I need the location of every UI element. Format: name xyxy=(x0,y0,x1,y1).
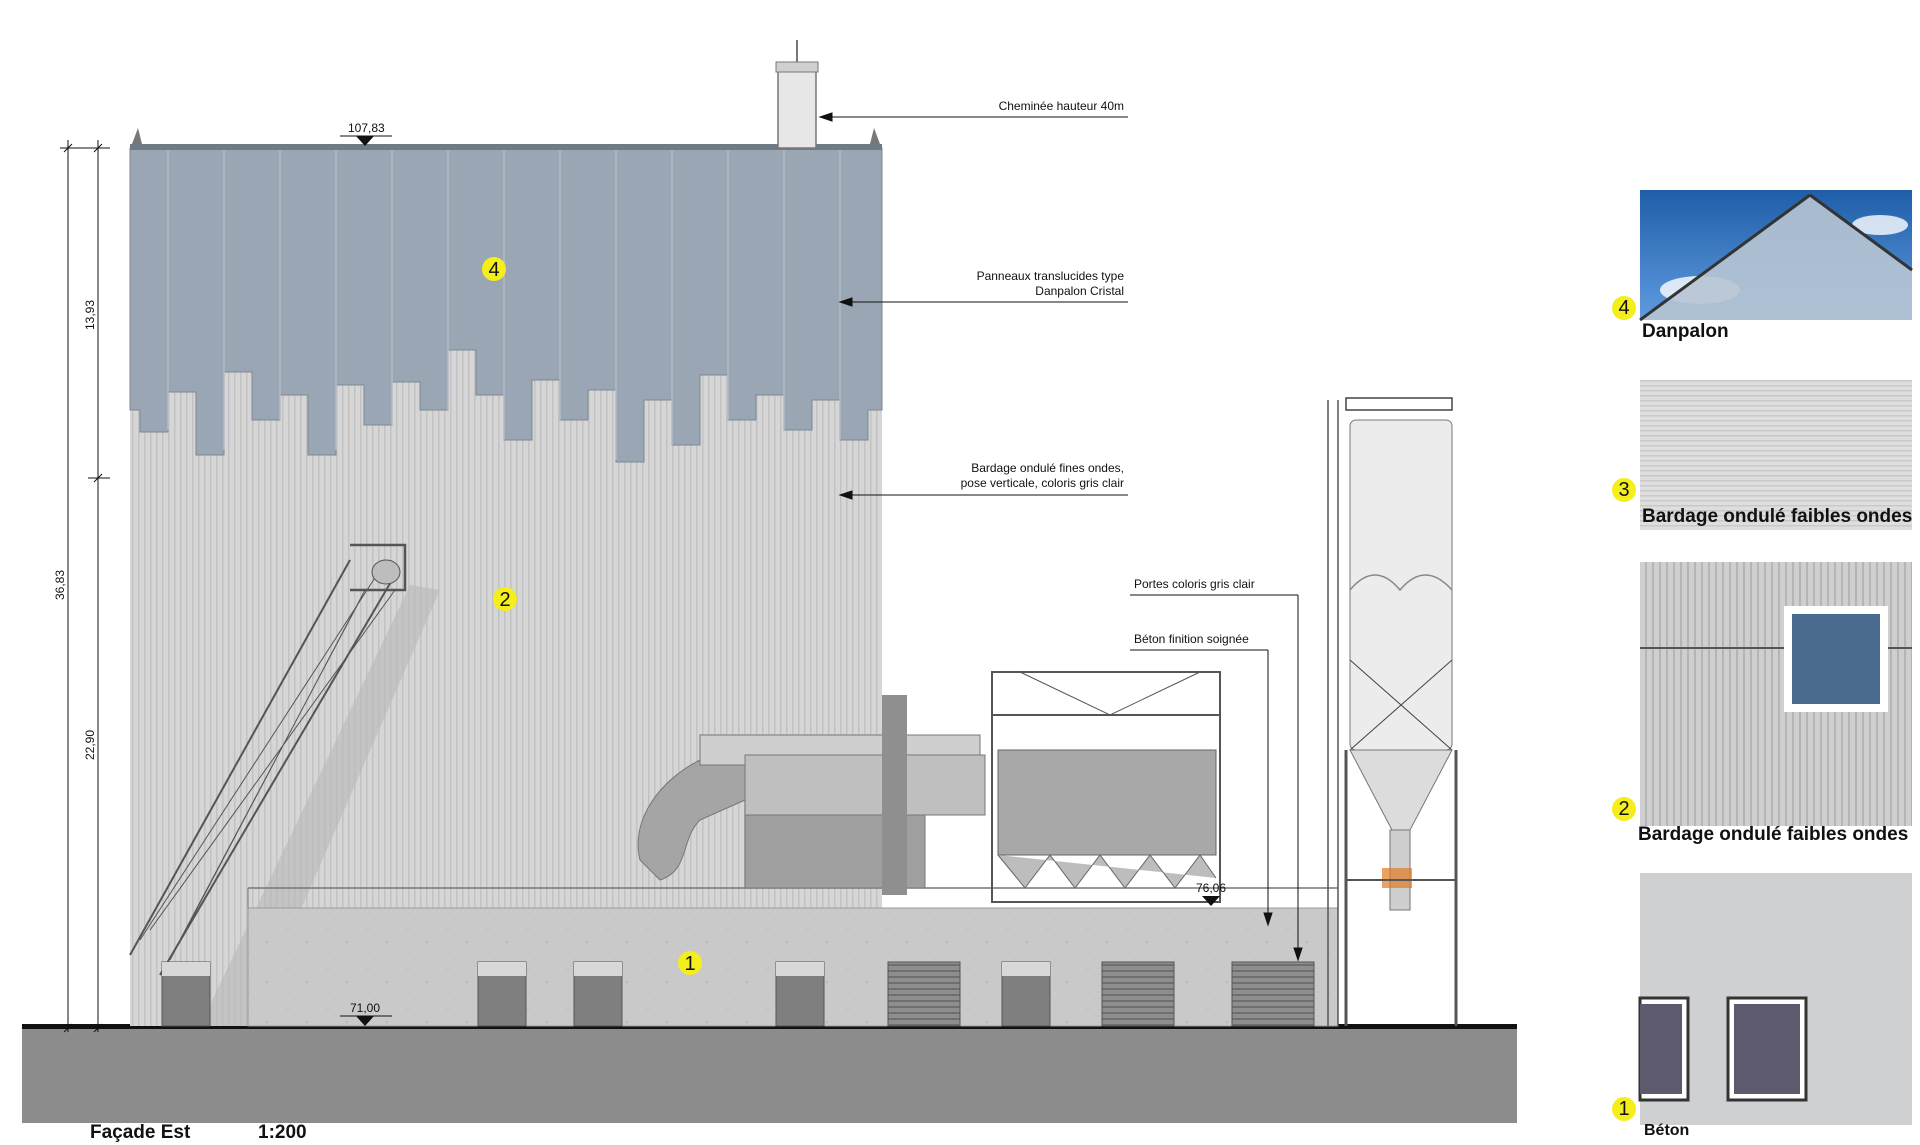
level-marker-top: 107,83 xyxy=(340,121,392,146)
process-equipment xyxy=(637,671,1221,903)
level-top-value: 107,83 xyxy=(348,121,385,135)
chimney-cap xyxy=(775,61,819,73)
elevation-scale: 1:200 xyxy=(258,1122,307,1143)
swatch-badge-2: 2 xyxy=(1612,797,1636,821)
conveyor-head xyxy=(371,559,401,585)
conveyor-structure xyxy=(129,543,407,976)
annotation-panels-line2: Danpalon Cristal xyxy=(1035,284,1124,298)
swatch-badge-3: 3 xyxy=(1612,478,1636,502)
annotation-panels-line1: Panneaux translucides type xyxy=(977,269,1125,283)
chimney xyxy=(777,69,817,149)
tag-2: 2 xyxy=(493,587,517,611)
tag-1: 1 xyxy=(678,951,702,975)
swatch-caption-cladding-2: Bardage ondulé faibles ondes xyxy=(1638,824,1909,845)
ground-section xyxy=(22,1028,1517,1123)
dimension-upper: 13,93 xyxy=(83,300,97,330)
roof-parapet xyxy=(130,144,882,150)
swatch-badge-1: 1 xyxy=(1612,1097,1636,1121)
swatch-caption-danpalon: Danpalon xyxy=(1642,321,1729,342)
tag-4: 4 xyxy=(482,257,506,281)
swatch-badge-4: 4 xyxy=(1612,296,1636,320)
swatch-cladding-vertical-image xyxy=(1640,562,1912,826)
level-marker-ground: 71,00 xyxy=(340,1001,392,1026)
silo xyxy=(1327,397,1458,1026)
annotation-cladding-line2: pose verticale, coloris gris clair xyxy=(961,476,1124,490)
dimension-lines xyxy=(60,140,110,1033)
roof-corner-left xyxy=(132,128,142,144)
level-ground-value: 71,00 xyxy=(350,1001,380,1015)
svg-text:2: 2 xyxy=(499,589,510,611)
level-roof-value: 76,06 xyxy=(1196,881,1226,895)
svg-text:4: 4 xyxy=(488,259,499,281)
svg-text:1: 1 xyxy=(684,953,695,975)
roof-corner-right xyxy=(870,128,880,144)
swatch-caption-beton: Béton xyxy=(1644,1122,1690,1139)
annotation-doors: Portes coloris gris clair xyxy=(1134,577,1255,591)
annotation-concrete: Béton finition soignée xyxy=(1134,632,1249,646)
annotation-cladding-line1: Bardage ondulé fines ondes, xyxy=(971,461,1124,475)
level-marker-roof: 76,06 xyxy=(1196,881,1226,906)
swatch-caption-cladding-3: Bardage ondulé faibles ondes xyxy=(1642,506,1913,527)
elevation-title: Façade Est xyxy=(90,1122,191,1143)
dimension-total: 36,83 xyxy=(53,570,67,600)
doors xyxy=(161,961,1315,1027)
panel-joints xyxy=(167,150,841,460)
swatch-cladding-horizontal-image xyxy=(1640,380,1912,530)
swatch-concrete-image xyxy=(1638,873,1912,1125)
dimension-lower: 22,90 xyxy=(83,730,97,760)
annotation-chimney: Cheminée hauteur 40m xyxy=(999,99,1124,113)
swatch-danpalon-image xyxy=(1639,190,1913,322)
annotation-leaders xyxy=(818,112,1303,962)
